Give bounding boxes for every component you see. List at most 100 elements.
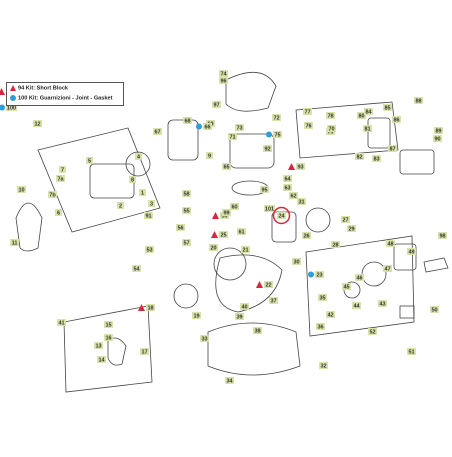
- callout-number-74: 74: [220, 72, 227, 78]
- legend-row-short-block: 94 Kit: Short Block: [10, 85, 68, 91]
- part-bracket-50: [423, 257, 449, 273]
- callout-number-46: 46: [356, 276, 362, 282]
- callout-box-98: [438, 232, 447, 239]
- callout-box-8: [129, 176, 136, 183]
- callout-box-85: [383, 104, 392, 111]
- callout-box-48: [386, 240, 395, 247]
- callout-number-24: 24: [278, 214, 285, 220]
- callout-number-55: 55: [183, 209, 189, 215]
- callout-number-35: 35: [319, 296, 325, 302]
- callout-box-92: [263, 145, 272, 152]
- callout-number-49: 49: [408, 250, 414, 256]
- callout-number-26: 26: [303, 234, 309, 240]
- callout-number-14: 14: [98, 358, 105, 364]
- callout-box-35: [318, 294, 327, 301]
- part-fuel-cap: [393, 243, 417, 271]
- callout-number-75: 75: [274, 133, 280, 139]
- callout-number-19: 19: [193, 314, 199, 320]
- callout-number-80: 80: [358, 114, 364, 120]
- callout-box-86: [392, 116, 401, 123]
- callout-number-83: 83: [373, 157, 379, 163]
- callout-number-40: 40: [241, 305, 247, 311]
- callout-box-84: [364, 108, 373, 115]
- callout-box-21: [241, 246, 250, 253]
- callout-box-68: [183, 117, 192, 124]
- callout-number-63: 63: [284, 186, 290, 192]
- gasket-dot-icon-23: [308, 271, 314, 278]
- part-cover: [215, 254, 283, 313]
- part-coil: [361, 261, 387, 287]
- triangle-icon: [10, 85, 16, 91]
- callout-box-19: [192, 312, 201, 319]
- callout-number-25: 25: [220, 233, 226, 239]
- callout-number-8: 8: [131, 178, 134, 184]
- kit-triangle-icon-93: [288, 163, 295, 170]
- callout-number-20: 20: [210, 246, 216, 252]
- callout-number-96: 96: [220, 79, 226, 85]
- legend-box: 94 Kit: Short Block 100 Kit: Guarnizioni…: [6, 82, 124, 106]
- kit-triangle-icon-94: [0, 88, 5, 95]
- callout-box-58: [182, 190, 191, 197]
- callout-box-7a: [56, 175, 65, 182]
- callout-box-62: [289, 192, 298, 199]
- callout-box-66: [203, 123, 212, 130]
- callout-box-37: [269, 297, 278, 304]
- callout-number-29: 29: [348, 227, 354, 233]
- callout-number-4: 4: [137, 155, 141, 161]
- callout-number-66: 66: [204, 125, 210, 131]
- part-air-box: [167, 119, 199, 161]
- callout-box-101: [264, 205, 275, 212]
- callout-box-53: [145, 246, 154, 253]
- callout-number-45: 45: [343, 285, 349, 291]
- part-guard: [15, 202, 43, 252]
- callout-number-77: 77: [304, 110, 310, 116]
- callout-number-10: 10: [18, 188, 24, 194]
- callout-labels: 7496979798126768697172757776787980828384…: [6, 70, 447, 385]
- callout-number-7b: 7b: [49, 193, 56, 199]
- callout-number-28: 28: [332, 243, 338, 249]
- callout-box-61: [237, 228, 246, 235]
- callout-box-93: [296, 163, 305, 170]
- callout-box-45: [342, 283, 351, 290]
- callout-box-57: [182, 239, 191, 246]
- kit-markers: [0, 88, 314, 311]
- callout-box-33: [200, 335, 209, 342]
- callout-box-7: [59, 166, 66, 173]
- callout-number-23: 23: [316, 273, 322, 279]
- callout-number-3: 3: [150, 202, 153, 208]
- group-outline-47: [305, 235, 415, 337]
- callout-number-7a: 7a: [57, 177, 64, 183]
- callout-number-48: 48: [387, 242, 393, 248]
- callout-box-44: [352, 302, 361, 309]
- callout-box-60: [230, 203, 239, 210]
- callout-box-4: [135, 153, 142, 160]
- callout-box-38: [253, 327, 262, 334]
- part-outlines: [15, 72, 449, 393]
- callout-number-32: 32: [320, 364, 326, 370]
- callout-number-97: 97: [213, 103, 219, 109]
- kit-triangle-icon-18: [138, 304, 145, 311]
- callout-number-68: 68: [184, 119, 190, 125]
- callout-number-47: 47: [384, 267, 390, 273]
- part-muffler: [399, 149, 435, 175]
- callout-box-16: [104, 334, 113, 341]
- callout-box-65: [222, 163, 231, 170]
- callout-box-28: [331, 241, 340, 248]
- callout-number-84: 84: [365, 110, 372, 116]
- callout-number-1: 1: [141, 191, 144, 197]
- callout-number-43: 43: [379, 302, 385, 308]
- callout-number-34: 34: [226, 379, 233, 385]
- callout-box-81: [363, 125, 372, 132]
- callout-box-13: [94, 342, 103, 349]
- callout-number-50: 50: [431, 308, 437, 314]
- callout-number-9: 9: [208, 154, 211, 160]
- callout-number-22: 22: [265, 283, 271, 289]
- callout-box-15: [104, 321, 113, 328]
- callout-box-14: [97, 356, 106, 363]
- callout-box-32: [319, 362, 328, 369]
- callout-box-25: [219, 231, 228, 238]
- callout-number-11: 11: [12, 241, 18, 247]
- callout-number-27: 27: [342, 218, 348, 224]
- callout-box-87: [388, 145, 397, 152]
